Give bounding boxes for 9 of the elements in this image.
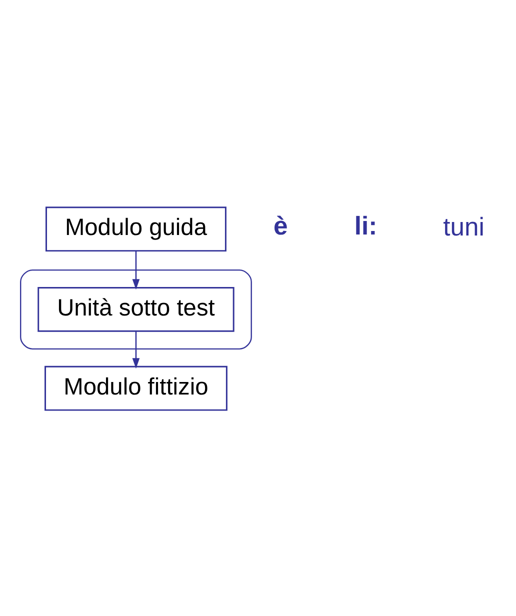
label: è bbox=[274, 212, 288, 240]
cluster bbox=[20, 269, 252, 350]
arrow bbox=[132, 331, 140, 369]
arrow bbox=[132, 251, 140, 290]
node-box: Unità sotto test bbox=[38, 287, 234, 332]
node-box: Modulo fittizio bbox=[44, 366, 228, 411]
node-box: Modulo guida bbox=[46, 206, 226, 252]
label: tuni bbox=[443, 213, 484, 242]
label: li: bbox=[354, 212, 378, 240]
